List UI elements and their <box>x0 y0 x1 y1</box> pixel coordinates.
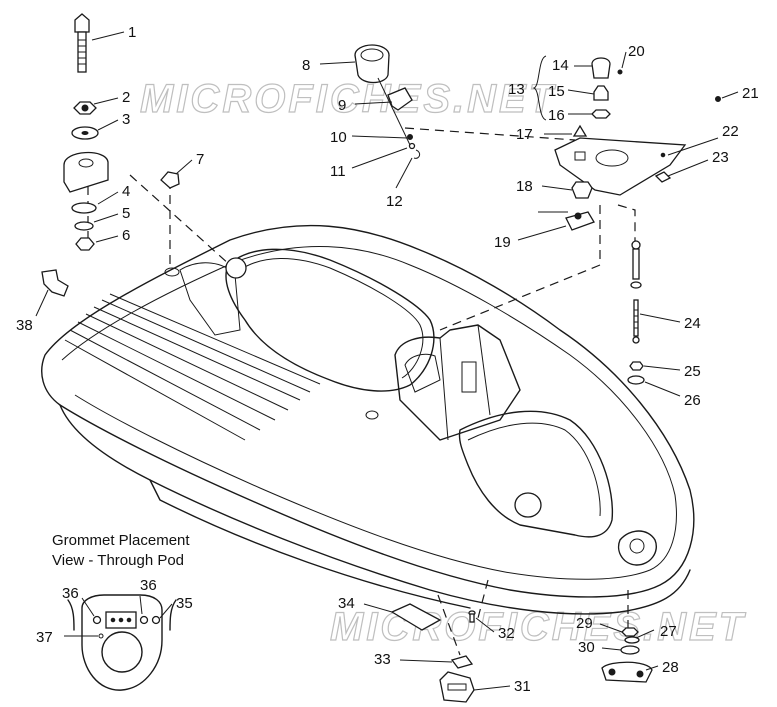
callout-6: 6 <box>122 227 130 244</box>
hull-body <box>41 224 695 615</box>
part-bracket-28 <box>601 661 653 683</box>
callout-26: 26 <box>684 392 701 409</box>
callout-20: 20 <box>628 43 645 60</box>
part-clip-33 <box>450 655 474 669</box>
part-nut-16 <box>591 109 611 119</box>
callout-34: 34 <box>338 595 355 612</box>
callout-25: 25 <box>684 363 701 380</box>
callout-13: 13 <box>508 81 525 98</box>
part-washer-26 <box>627 375 645 385</box>
callout-9: 9 <box>338 97 346 114</box>
callout-7: 7 <box>196 151 204 168</box>
watermark-top: MICROFICHES.NET <box>140 77 557 121</box>
part-nut-29 <box>621 627 639 637</box>
grommet-inset <box>67 594 177 691</box>
callout-33: 33 <box>374 651 391 668</box>
part-grommet-7 <box>160 171 180 189</box>
callout-24: 24 <box>684 315 701 332</box>
callout-2: 2 <box>122 89 130 106</box>
callout-19: 19 <box>494 234 511 251</box>
part-clip-23 <box>654 171 672 183</box>
callout-15: 15 <box>548 83 565 100</box>
callout-35: 35 <box>176 595 193 612</box>
callout-31: 31 <box>514 678 531 695</box>
part-washer-30 <box>620 645 640 655</box>
callout-27: 27 <box>660 623 677 640</box>
part-plate-22 <box>554 137 687 196</box>
part-lockwasher-5 <box>74 221 94 231</box>
callout-18: 18 <box>516 178 533 195</box>
assembly-lines <box>87 127 636 656</box>
part-nut-6 <box>75 237 95 251</box>
callout-36-left: 36 <box>62 585 79 602</box>
part-gauge <box>354 44 390 84</box>
part-sensor-19 <box>538 211 595 231</box>
part-bracket-9 <box>387 87 413 111</box>
callout-28: 28 <box>662 659 679 676</box>
part-washer-4 <box>71 202 97 214</box>
part-drain-31 <box>439 671 475 703</box>
callout-32: 32 <box>498 625 515 642</box>
callout-3: 3 <box>122 111 130 128</box>
callout-30: 30 <box>578 639 595 656</box>
part-stud <box>74 13 90 73</box>
callout-10: 10 <box>330 129 347 146</box>
part-nut-25 <box>629 361 644 371</box>
leader-lines <box>35 31 739 691</box>
part-mount <box>63 151 109 193</box>
part-nut-18 <box>571 181 593 199</box>
callout-14: 14 <box>552 57 569 74</box>
inset-caption-line1: Grommet Placement <box>52 532 190 549</box>
callout-37: 37 <box>36 629 53 646</box>
callout-12: 12 <box>386 193 403 210</box>
callout-16: 16 <box>548 107 565 124</box>
callout-11: 11 <box>330 163 346 180</box>
part-pad-34 <box>390 603 442 631</box>
part-fitting-38 <box>41 269 69 297</box>
callout-22: 22 <box>722 123 739 140</box>
callout-4: 4 <box>122 183 130 200</box>
part-washer-27 <box>624 636 640 644</box>
part-plug-15 <box>593 85 609 101</box>
part-rod-24 <box>630 240 642 344</box>
callout-23: 23 <box>712 149 729 166</box>
callout-29: 29 <box>576 615 593 632</box>
part-cap-14 <box>591 57 611 79</box>
callout-8: 8 <box>302 57 310 74</box>
callout-21: 21 <box>742 85 759 102</box>
callouts: 1 2 3 4 5 6 7 8 9 10 11 12 13 14 15 16 1… <box>16 24 759 695</box>
callout-5: 5 <box>122 205 130 222</box>
inset-caption-line2: View - Through Pod <box>52 552 184 569</box>
part-screw-32 <box>468 610 476 623</box>
callout-17: 17 <box>516 126 533 143</box>
callout-38: 38 <box>16 317 33 334</box>
callout-36-right: 36 <box>140 577 157 594</box>
part-cone-17 <box>572 124 588 137</box>
callout-1: 1 <box>128 24 136 41</box>
